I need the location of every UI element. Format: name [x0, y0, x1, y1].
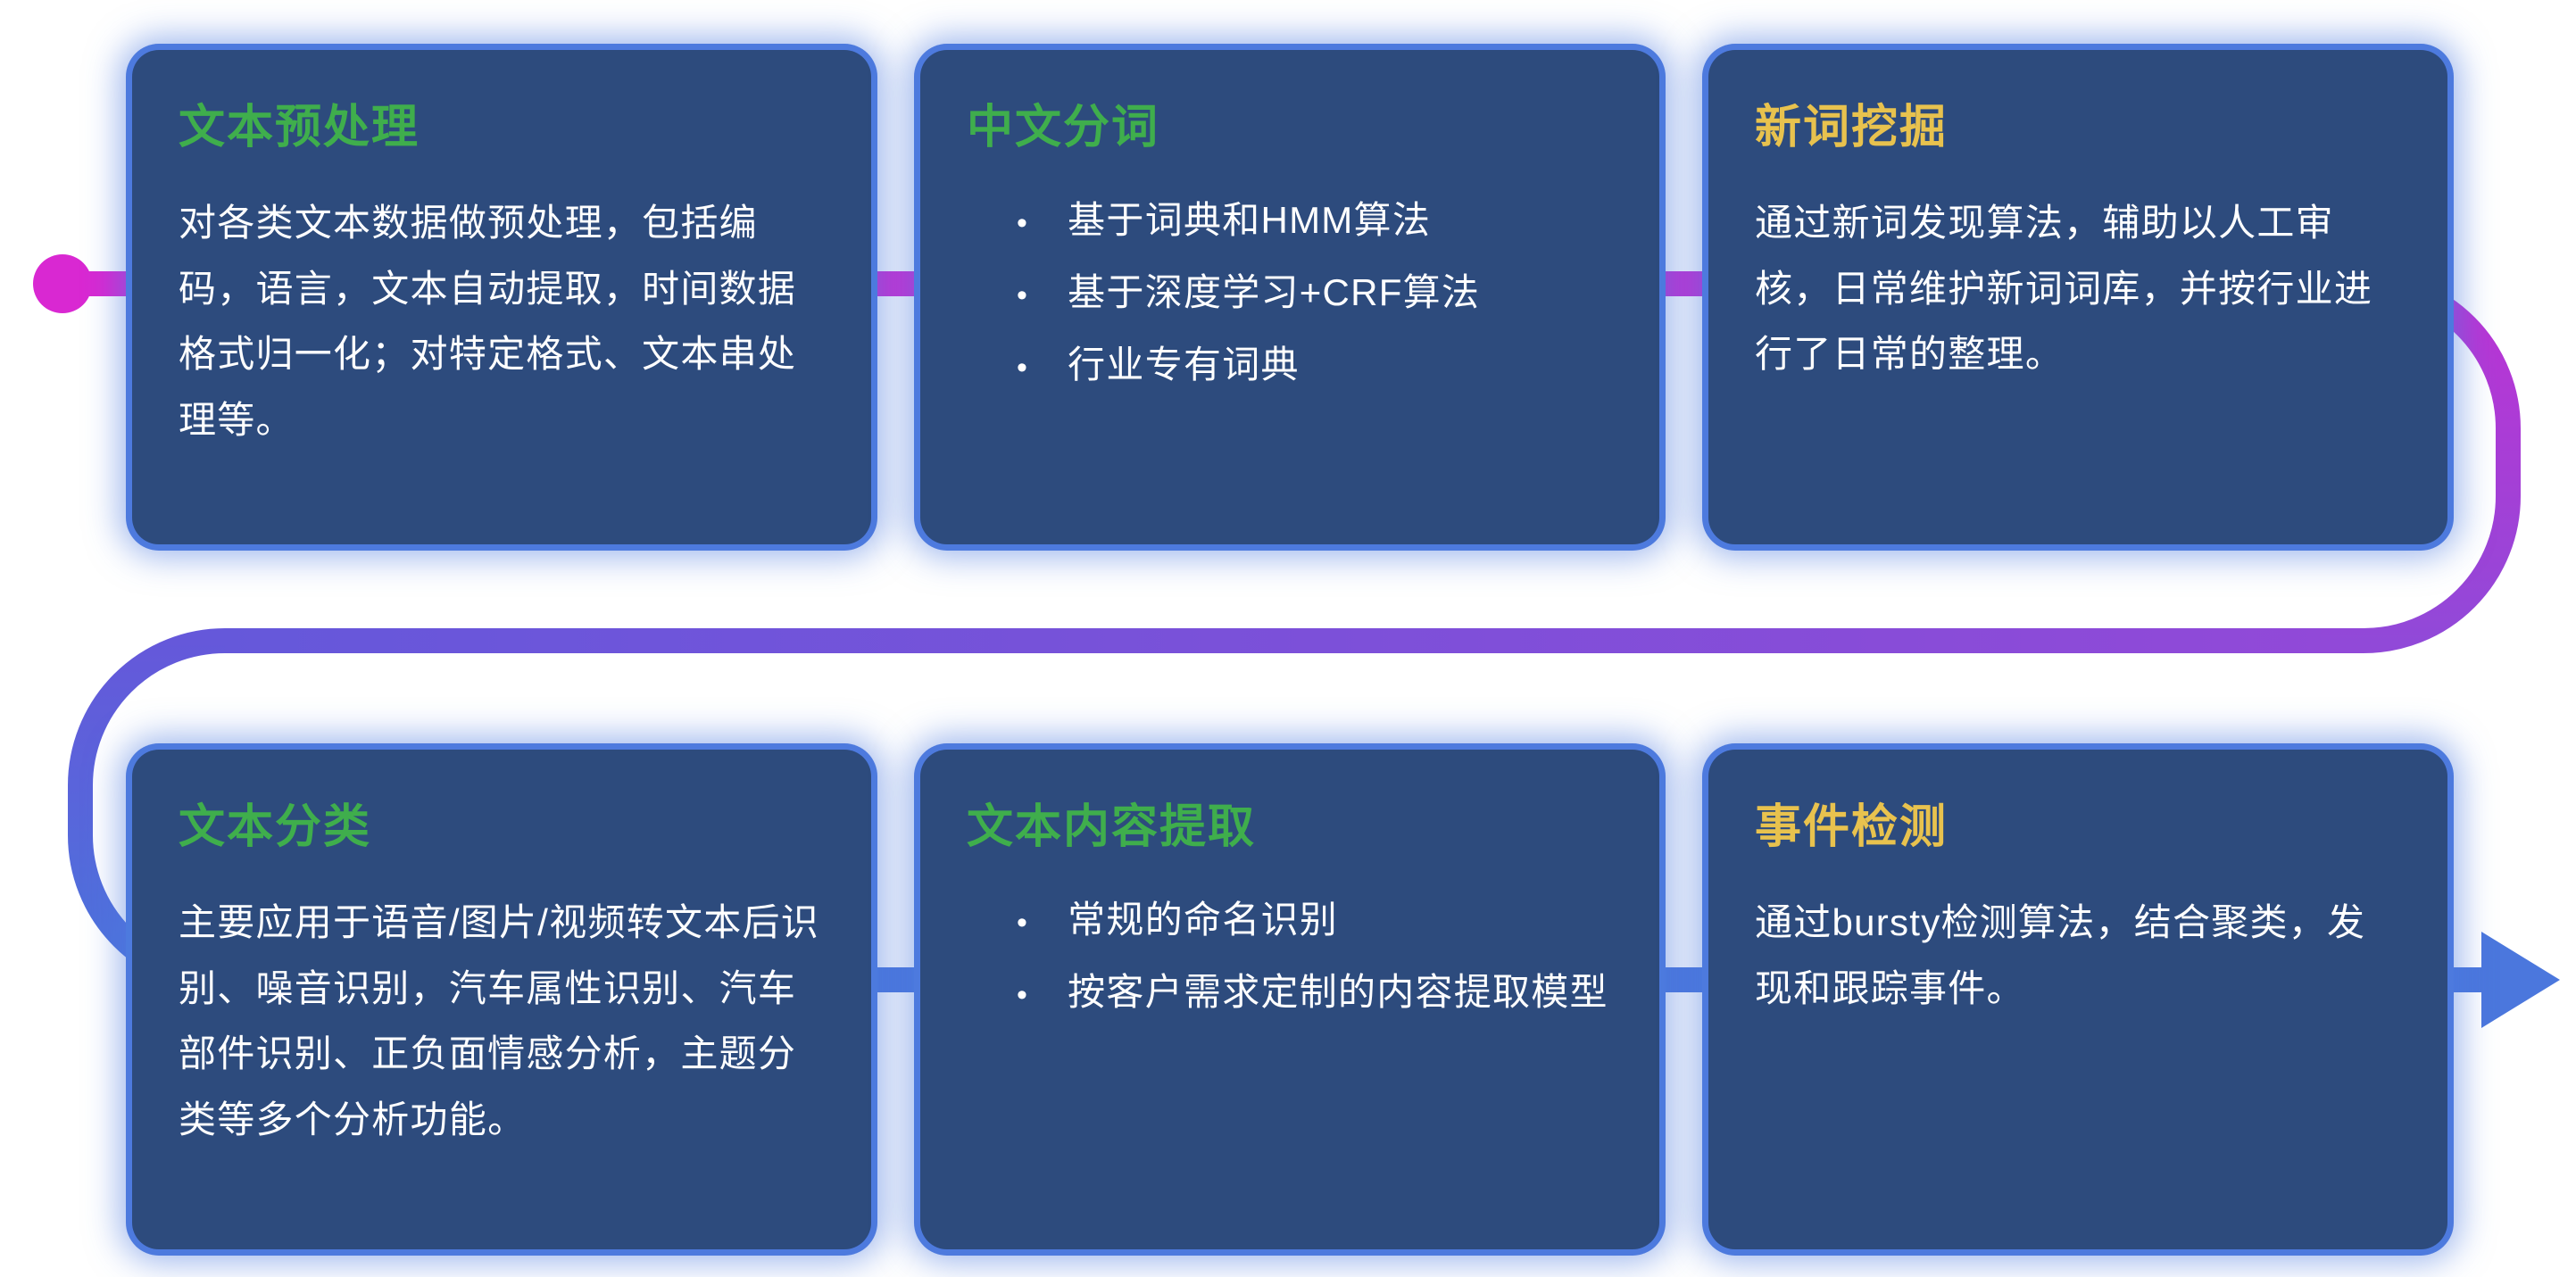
- bullet-item: • 常规的命名识别: [1017, 890, 1613, 949]
- bullet-item: • 基于深度学习+CRF算法: [1017, 262, 1613, 322]
- card-body-text: 对各类文本数据做预处理，包括编码，语言，文本自动提取，时间数据格式归一化；对特定…: [179, 202, 797, 441]
- bullet-dot-icon: •: [1017, 278, 1029, 313]
- bullet-dot-icon: •: [1017, 351, 1029, 386]
- card-title: 文本分类: [179, 801, 372, 853]
- card-title: 事件检测: [1755, 801, 1949, 853]
- card-body-text: 通过新词发现算法，辅助以人工审核，日常维护新词词库，并按行业进行了日常的整理。: [1755, 202, 2373, 375]
- card-title: 文本内容提取: [967, 801, 1257, 853]
- card-text-preprocessing: 文本预处理 对各类文本数据做预处理，包括编码，语言，文本自动提取，时间数据格式归…: [132, 50, 871, 544]
- card-title: 文本预处理: [179, 102, 420, 153]
- bullet-list: • 常规的命名识别 • 按客户需求定制的内容提取模型: [967, 890, 1613, 1022]
- bullet-text: 常规的命名识别: [1068, 899, 1338, 941]
- card-body-text: 主要应用于语音/图片/视频转文本后识别、噪音识别，汽车属性识别、汽车部件识别、正…: [179, 901, 820, 1140]
- bullet-text: 基于词典和HMM算法: [1068, 199, 1432, 241]
- card-body-text: 通过bursty检测算法，结合聚类，发现和跟踪事件。: [1755, 901, 2366, 1009]
- card-text-content-extraction: 文本内容提取 • 常规的命名识别 • 按客户需求定制的内容提取模型: [920, 750, 1659, 1249]
- card-title: 中文分词: [967, 102, 1160, 153]
- bullet-dot-icon: •: [1017, 906, 1029, 940]
- card-title: 新词挖掘: [1755, 102, 1949, 153]
- card-text-classification: 文本分类 主要应用于语音/图片/视频转文本后识别、噪音识别，汽车属性识别、汽车部…: [132, 750, 871, 1249]
- bullet-item: • 基于词典和HMM算法: [1017, 190, 1613, 250]
- bullet-text: 行业专有词典: [1068, 344, 1300, 386]
- card-event-detection: 事件检测 通过bursty检测算法，结合聚类，发现和跟踪事件。: [1708, 750, 2447, 1249]
- card-chinese-word-segmentation: 中文分词 • 基于词典和HMM算法 • 基于深度学习+CRF算法 • 行业专有词…: [920, 50, 1659, 544]
- bullet-item: • 按客户需求定制的内容提取模型: [1017, 962, 1613, 1022]
- card-new-word-mining: 新词挖掘 通过新词发现算法，辅助以人工审核，日常维护新词词库，并按行业进行了日常…: [1708, 50, 2447, 544]
- bullet-item: • 行业专有词典: [1017, 335, 1613, 394]
- flow-arrowhead-icon: [2481, 932, 2560, 1028]
- bullet-dot-icon: •: [1017, 206, 1029, 240]
- bullet-text: 基于深度学习+CRF算法: [1068, 271, 1481, 314]
- bullet-dot-icon: •: [1017, 978, 1029, 1013]
- bullet-list: • 基于词典和HMM算法 • 基于深度学习+CRF算法 • 行业专有词典: [967, 190, 1613, 395]
- bullet-text: 按客户需求定制的内容提取模型: [1068, 971, 1608, 1014]
